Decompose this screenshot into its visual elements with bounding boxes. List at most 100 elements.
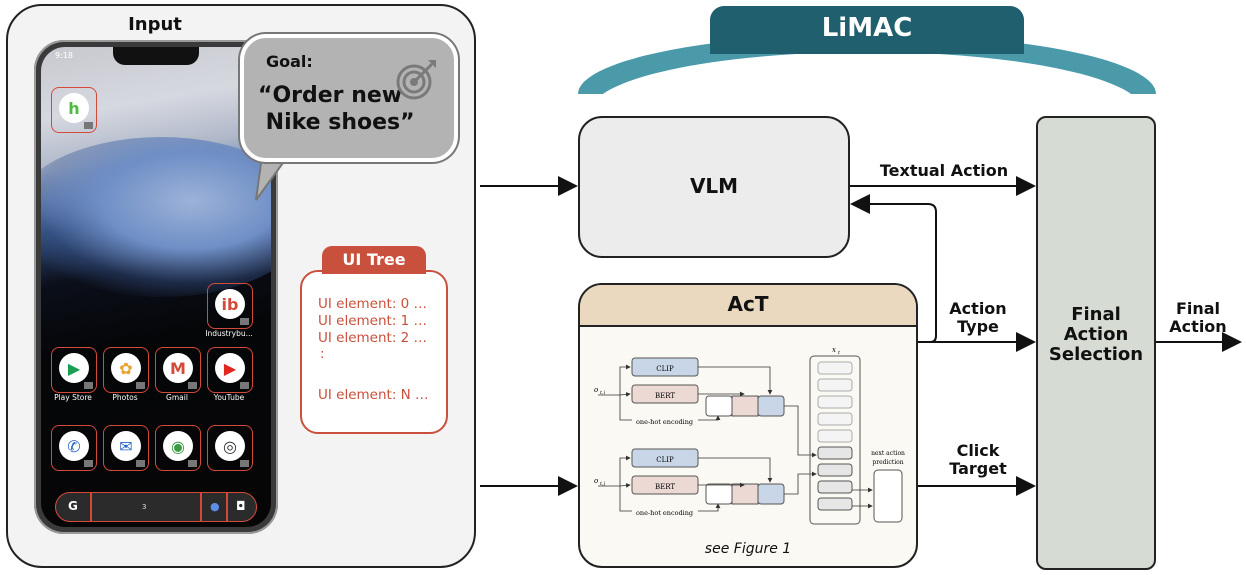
play-store-tile[interactable]: ▶ — [51, 347, 97, 393]
x-stack-cell — [817, 480, 853, 494]
bert-label-bottom: BERT — [655, 483, 675, 491]
o-top-sub: t,i — [600, 390, 606, 396]
element-index-badge — [240, 382, 249, 389]
clip-label-bottom: CLIP — [656, 456, 674, 464]
o-bottom-label: o — [594, 477, 598, 485]
input-title: Input — [128, 14, 182, 35]
goal-label: Goal: — [266, 52, 313, 71]
play-store-icon: ▶ — [59, 353, 89, 383]
photos-tile[interactable]: ✿ — [103, 347, 149, 393]
x-stack-cell — [817, 463, 853, 477]
prediction-block — [873, 469, 903, 523]
ui-tree-line: UI element: 1 … — [318, 313, 428, 329]
vlm-label: VLM — [689, 174, 739, 198]
element-index-badge — [188, 460, 197, 467]
gmail-icon: M — [163, 353, 193, 383]
act-box — [578, 283, 918, 568]
industrybuying-app-icon: ib — [215, 289, 245, 319]
chrome-app-tile[interactable]: ◉ — [155, 425, 201, 471]
ui-tree-line: UI element: 0 … — [318, 296, 428, 312]
x-stack-cell — [817, 446, 853, 460]
search-text-segment: 3 — [91, 492, 201, 522]
goal-bubble: Goal: “Order new Nike shoes” — [240, 34, 458, 162]
element-index-badge — [84, 122, 93, 129]
industrybuying-app-tile[interactable]: ib — [207, 283, 253, 329]
x-stack — [809, 355, 861, 525]
click-target-label: Click Target — [949, 441, 1007, 478]
element-index-badge — [84, 382, 93, 389]
target-icon — [396, 60, 436, 100]
final-action-selection-label: Final Action Selection — [1048, 304, 1144, 365]
act-caption: see Figure 1 — [704, 541, 792, 557]
final-action-selection-box — [1036, 116, 1156, 570]
lens-segment: ◘ — [227, 492, 257, 522]
google-icon: G — [68, 499, 78, 513]
act-header — [580, 285, 916, 327]
phone-app-icon: ✆ — [59, 431, 89, 461]
lens-icon: ◘ — [236, 499, 246, 513]
embed-seg-c-top — [757, 395, 785, 417]
app-label: Photos — [112, 393, 138, 402]
textual-action-label: Textual Action — [879, 161, 1009, 180]
youtube-icon: ▶ — [215, 353, 245, 383]
app-label: Industrybu... — [205, 329, 253, 338]
app-label: Play Store — [54, 393, 92, 402]
goal-text: “Order new Nike shoes” — [258, 83, 415, 135]
photos-icon: ✿ — [111, 353, 141, 383]
camera-app-icon: ◎ — [215, 431, 245, 461]
youtube-tile[interactable]: ▶ — [207, 347, 253, 393]
arrow-act-type-to-vlm — [850, 194, 937, 343]
x-label: x — [832, 346, 836, 354]
onehot-label-bottom: one-hot encoding — [636, 509, 693, 517]
phone-app-tile[interactable]: ✆ — [51, 425, 97, 471]
limac-tab — [710, 6, 1024, 54]
search-segment-index: 3 — [142, 503, 147, 511]
bert-label-top: BERT — [655, 392, 675, 400]
messages-app-tile[interactable]: ✉ — [103, 425, 149, 471]
element-index-badge — [136, 382, 145, 389]
search-bar: G 3 ● ◘ — [55, 492, 257, 522]
embed-seg-b-bottom — [731, 483, 759, 505]
x-stack-cell — [817, 429, 853, 443]
ui-tree-box — [300, 270, 448, 434]
action-type-label: Action Type — [949, 299, 1007, 336]
ui-tree-line: UI element: 2 … — [318, 330, 428, 346]
google-search-segment: G — [55, 492, 91, 522]
next-action-label-2: prediction — [872, 459, 903, 466]
o-top-label: o — [594, 386, 598, 394]
embed-seg-a-bottom — [705, 483, 733, 505]
embed-seg-b-top — [731, 395, 759, 417]
vlm-box — [578, 116, 850, 258]
mic-icon: ● — [210, 500, 220, 513]
app-label: YouTube — [213, 393, 245, 402]
wallpaper — [41, 137, 271, 297]
x-stack-cell — [817, 361, 853, 375]
chrome-app-icon: ◉ — [163, 431, 193, 461]
o-bottom-sub: t,j — [600, 481, 606, 487]
x-stack-cell — [817, 497, 853, 511]
houzz-app-icon: h — [59, 93, 89, 123]
element-index-badge — [240, 460, 249, 467]
act-label: AcT — [727, 292, 769, 316]
x-sub: t — [838, 350, 841, 356]
x-stack-cell — [817, 412, 853, 426]
element-index-badge — [188, 382, 197, 389]
next-action-label-1: next action — [871, 450, 905, 457]
mic-segment: ● — [201, 492, 227, 522]
x-stack-cell — [817, 378, 853, 392]
phone-notch — [113, 47, 199, 65]
limac-title: LiMAC — [821, 13, 913, 43]
x-stack-cell — [817, 395, 853, 409]
element-index-badge — [240, 318, 249, 325]
ui-tree-ellipsis: : — [320, 346, 325, 362]
element-index-badge — [84, 460, 93, 467]
gmail-tile[interactable]: M — [155, 347, 201, 393]
houzz-app-tile[interactable]: h — [51, 87, 97, 133]
camera-app-tile[interactable]: ◎ — [207, 425, 253, 471]
final-action-label: Final Action — [1169, 299, 1227, 336]
x-stack-cells — [817, 361, 853, 511]
clip-label-top: CLIP — [656, 365, 674, 373]
onehot-label-top: one-hot encoding — [636, 418, 693, 426]
embed-seg-a-top — [705, 395, 733, 417]
